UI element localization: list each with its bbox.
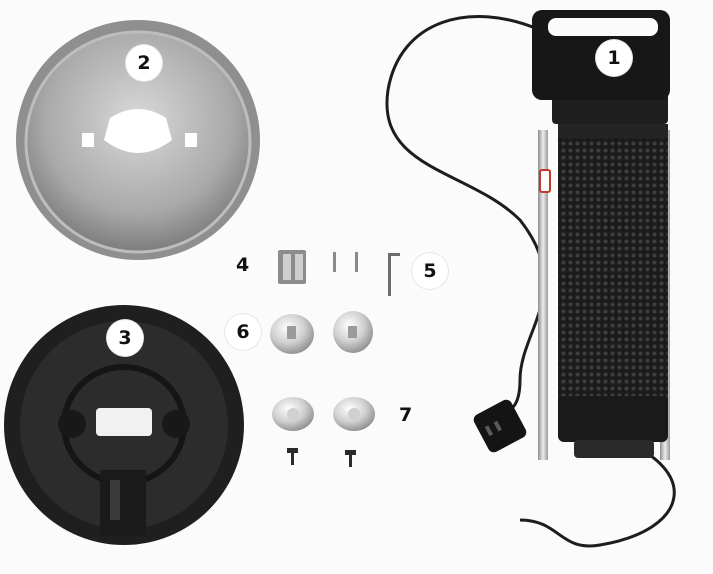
screws-and-allen-key — [333, 252, 400, 296]
callout-badge-6: 6 — [225, 314, 261, 350]
callout-label-7: 7 — [399, 404, 413, 426]
reflector-dish — [16, 20, 260, 260]
callout-badge-1: 1 — [596, 40, 632, 76]
callout-badge-5: 5 — [412, 253, 448, 289]
chrome-plates — [270, 311, 373, 354]
wall-bracket — [278, 250, 306, 284]
power-cord — [385, 15, 676, 548]
heater-tower — [532, 10, 670, 460]
callout-badge-3: 3 — [107, 320, 143, 356]
callout-label-4: 4 — [236, 254, 250, 276]
callout-badge-2: 2 — [126, 45, 162, 81]
base-plate — [4, 305, 244, 545]
caps-and-screws — [272, 397, 375, 467]
